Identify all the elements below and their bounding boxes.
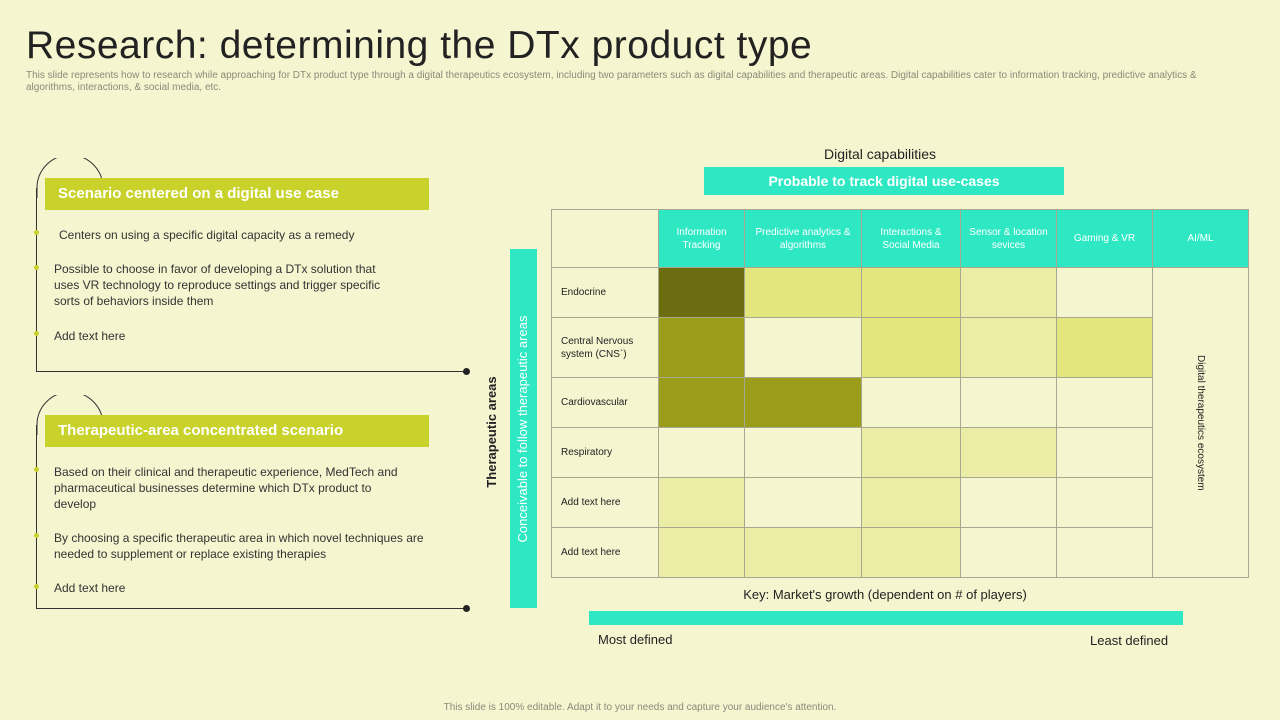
bracket-arc: [36, 395, 104, 435]
bracket-end-dot: [463, 605, 470, 612]
column-header: AI/ML: [1152, 209, 1249, 268]
scenario-heading: Scenario centered on a digital use case: [45, 178, 429, 210]
matrix-cell: [744, 527, 862, 578]
matrix-cell: [744, 427, 862, 478]
therapeutic-areas-label: Therapeutic areas: [484, 376, 499, 488]
matrix-cell: [658, 427, 745, 478]
matrix-cell: [744, 477, 862, 528]
bullet-dot: [34, 584, 39, 589]
bullet-text: By choosing a specific therapeutic area …: [54, 531, 424, 561]
matrix-cell: [1056, 527, 1153, 578]
matrix-cell: [861, 527, 961, 578]
matrix-cell: [861, 477, 961, 528]
matrix-cell: [744, 377, 862, 428]
bullet-text: Based on their clinical and therapeutic …: [54, 465, 398, 511]
matrix-cell: [744, 317, 862, 378]
matrix-cell: [960, 267, 1057, 318]
footer-note: This slide is 100% editable. Adapt it to…: [443, 702, 837, 713]
column-header: Sensor & location sevices: [960, 209, 1057, 268]
digital-capabilities-label: Digital capabilities: [823, 146, 937, 162]
bullet-text: Possible to choose in favor of developin…: [54, 262, 381, 308]
matrix-cell: [960, 427, 1057, 478]
side-banner-text: Conceivable to follow therapeutic areas: [515, 315, 530, 543]
matrix-cell: [960, 317, 1057, 378]
bracket-end-dot: [463, 368, 470, 375]
bullet-dot: [34, 331, 39, 336]
capability-matrix: Information Tracking Predictive analytic…: [551, 209, 1249, 578]
scenario-heading: Therapeutic-area concentrated scenario: [45, 415, 429, 447]
bracket-line: [36, 425, 467, 609]
matrix-cell: [1056, 477, 1153, 528]
matrix-cell: [658, 267, 745, 318]
top-banner: Probable to track digital use-cases: [704, 167, 1064, 195]
bullet-text: Centers on using a specific digital capa…: [59, 228, 355, 242]
least-defined-label: Least defined: [1090, 633, 1169, 648]
column-header: Interactions & Social Media: [861, 209, 961, 268]
ecosystem-label: Digital therapeutics ecosystem: [1152, 267, 1249, 578]
matrix-cell: [1056, 317, 1153, 378]
matrix-cell: [1056, 377, 1153, 428]
page-subtitle: This slide represents how to research wh…: [26, 70, 1197, 93]
row-label: Respiratory: [551, 427, 659, 478]
side-banner-bar: [510, 249, 537, 608]
row-label: Central Nervous system (CNS`): [551, 317, 659, 378]
matrix-cell: [658, 377, 745, 428]
bullet-dot: [34, 230, 39, 235]
matrix-cell: [861, 427, 961, 478]
matrix-cell: [861, 377, 961, 428]
bullet-dot: [34, 265, 39, 270]
bracket-arc: [36, 158, 104, 198]
page-title: Research: determining the DTx product ty…: [26, 24, 813, 67]
matrix-cell: [960, 477, 1057, 528]
matrix-cell: [658, 477, 745, 528]
bullet-dot: [34, 533, 39, 538]
key-label: Key: Market's growth (dependent on # of …: [743, 587, 1027, 602]
column-header: Information Tracking: [658, 209, 745, 268]
column-header: Predictive analytics & algorithms: [744, 209, 862, 268]
matrix-cell: [1056, 427, 1153, 478]
key-scale-bar: [589, 611, 1183, 625]
bullet-text: Add text here: [54, 581, 126, 595]
matrix-cell: [1056, 267, 1153, 318]
row-label: Add text here: [551, 527, 659, 578]
bracket-line: [36, 188, 467, 372]
matrix-cell: [960, 527, 1057, 578]
matrix-corner-cell: [551, 209, 659, 268]
row-label: Add text here: [551, 477, 659, 528]
row-label: Endocrine: [551, 267, 659, 318]
row-label: Cardiovascular: [551, 377, 659, 428]
bullet-text: Add text here: [54, 329, 126, 343]
matrix-cell: [744, 267, 862, 318]
matrix-cell: [861, 267, 961, 318]
most-defined-label: Most defined: [598, 632, 673, 647]
matrix-cell: [658, 527, 745, 578]
matrix-cell: [658, 317, 745, 378]
column-header: Gaming & VR: [1056, 209, 1153, 268]
matrix-cell: [960, 377, 1057, 428]
matrix-cell: [861, 317, 961, 378]
bullet-dot: [34, 467, 39, 472]
